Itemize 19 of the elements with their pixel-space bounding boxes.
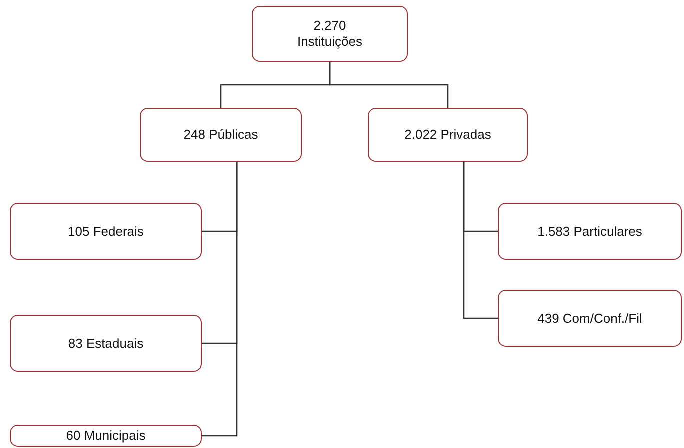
node-label: 83 Estaduais [68, 336, 144, 352]
org-box [498, 203, 682, 260]
connector-line [329, 62, 449, 108]
org-box [140, 108, 302, 162]
node-label: 439 Com/Conf./Fil [538, 310, 642, 326]
org-box [10, 203, 202, 260]
node-label: 105 Federais [68, 224, 144, 240]
connector-line [463, 162, 498, 320]
node-label: 2.270 Instituições [296, 18, 364, 50]
node-label: 2.022 Privadas [404, 127, 492, 143]
org-box [252, 6, 408, 62]
node-label: 248 Públicas [184, 127, 258, 143]
org-box [10, 425, 202, 447]
node-label: 1.583 Particulares [538, 224, 642, 240]
connector-line [202, 162, 238, 437]
node-label: 60 Municipais [66, 428, 146, 444]
org-box [498, 290, 682, 347]
org-box [368, 108, 528, 162]
org-box [10, 315, 202, 372]
